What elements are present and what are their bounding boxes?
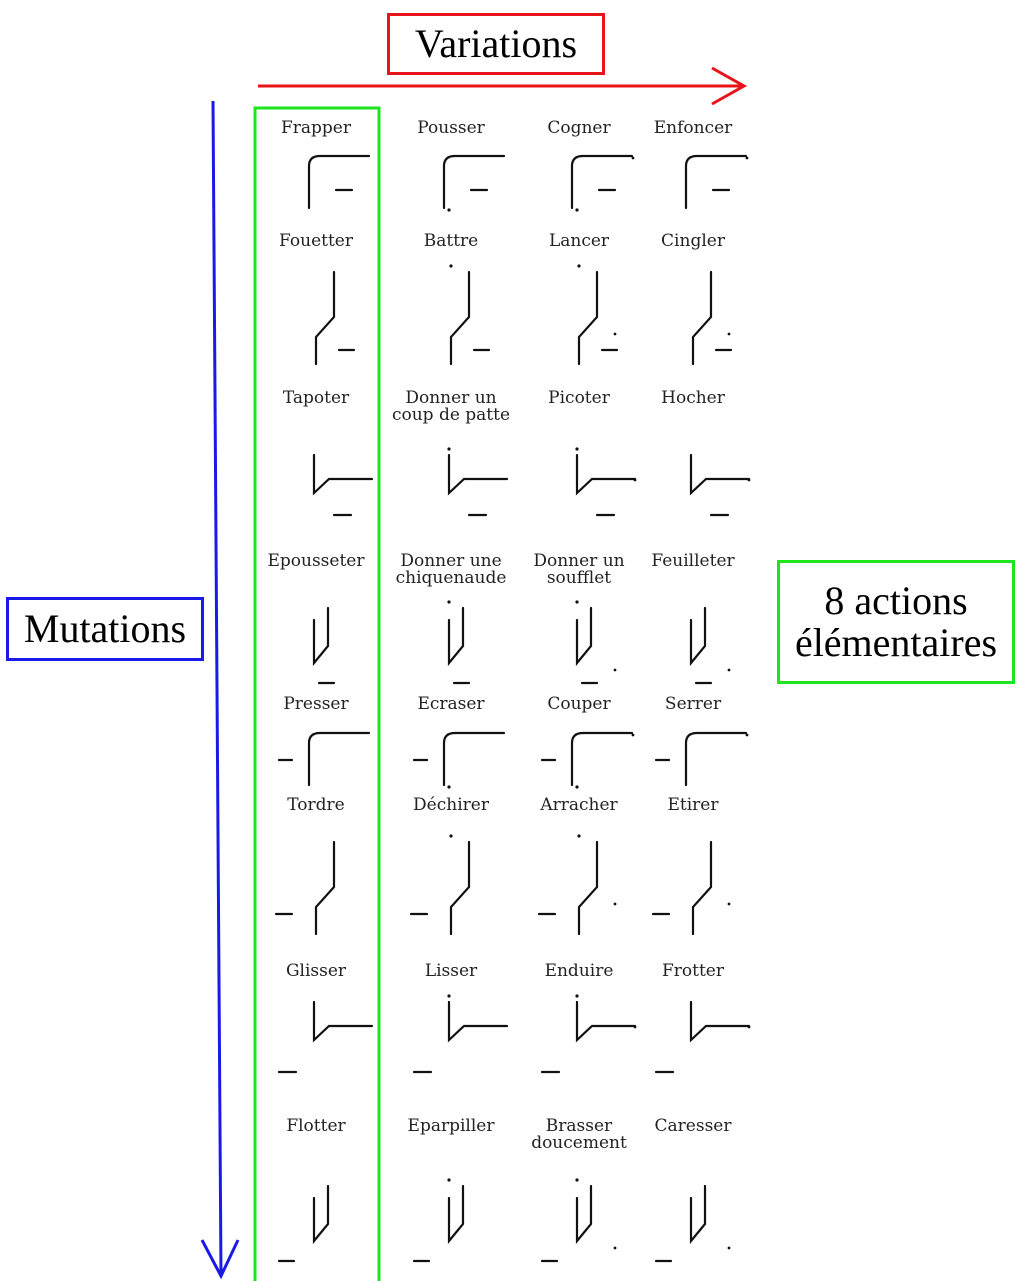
effort-glyph (449, 264, 491, 366)
action-label: Donner un soufflet (533, 551, 625, 588)
effort-glyph (540, 731, 635, 789)
action-label: Arracher (540, 795, 618, 815)
action-label: Fouetter (279, 231, 353, 251)
mutations-label: Mutations (23, 606, 187, 651)
action-label: Presser (283, 694, 349, 714)
effort-glyph (689, 606, 731, 685)
actions-label-box: 8 actions élémentaires (777, 560, 1015, 684)
action-label: Frotter (661, 961, 724, 981)
action-label: Couper (547, 694, 611, 714)
effort-glyph (654, 731, 749, 787)
effort-glyph (312, 453, 374, 517)
effort-glyph (447, 447, 509, 517)
action-label: Eparpiller (407, 1116, 495, 1136)
effort-glyph (540, 994, 637, 1074)
effort-glyph (691, 270, 733, 366)
action-label: Tordre (287, 795, 345, 815)
action-label: Picoter (548, 388, 610, 408)
action-label: Etirer (667, 795, 719, 815)
effort-glyph (570, 154, 635, 212)
effort-glyph (409, 834, 471, 936)
effort-glyph (442, 154, 506, 212)
action-label: Cingler (661, 231, 725, 251)
effort-glyph (540, 1178, 617, 1263)
elementary-actions-column (253, 106, 381, 1281)
effort-glyph (274, 840, 336, 936)
effort-glyph (412, 994, 509, 1074)
effort-glyph (689, 453, 751, 517)
glyph-layer (274, 154, 751, 1263)
actions-label: 8 actions élémentaires (794, 578, 998, 665)
effort-glyph (575, 600, 617, 685)
action-label: Ecraser (417, 694, 485, 714)
action-label: Lancer (548, 231, 610, 251)
variations-arrow (258, 66, 748, 106)
effort-glyph (312, 606, 336, 685)
action-label: Tapoter (282, 388, 350, 408)
action-label: Hocher (661, 388, 725, 408)
mutations-label-box: Mutations (6, 597, 204, 661)
action-label: Donner un coup de patte (391, 388, 511, 425)
effort-glyph (575, 447, 637, 517)
effort-glyph (577, 264, 619, 366)
effort-glyph (307, 154, 371, 210)
effort-glyph (684, 154, 749, 210)
action-label: Glisser (285, 961, 347, 981)
action-label: Epousseter (267, 551, 365, 571)
action-label: Déchirer (413, 795, 489, 815)
action-label: Serrer (664, 694, 722, 714)
action-label: Enduire (544, 961, 614, 981)
variations-label-box: Variations (387, 13, 605, 75)
action-label: Donner une chiquenaude (395, 551, 507, 588)
action-label: Caresser (654, 1116, 732, 1136)
effort-glyph (314, 270, 356, 366)
effort-glyph (447, 600, 471, 685)
action-label: Flotter (286, 1116, 346, 1136)
effort-glyph (277, 731, 371, 787)
effort-glyph (654, 1184, 731, 1263)
effort-glyph (651, 840, 731, 936)
action-label: Feuilleter (651, 551, 735, 571)
variations-label: Variations (414, 21, 578, 66)
action-label: Brasser doucement (531, 1116, 627, 1153)
effort-glyph (654, 1000, 751, 1074)
effort-glyph (412, 731, 506, 789)
effort-glyph (277, 1184, 330, 1263)
action-label: Frapper (280, 118, 351, 138)
effort-glyph (277, 1000, 374, 1074)
action-label: Lisser (424, 961, 478, 981)
effort-glyph (412, 1178, 465, 1263)
mutations-arrow (200, 100, 240, 1280)
action-label: Battre (423, 231, 479, 251)
action-label: Pousser (417, 118, 485, 138)
action-label: Cogner (547, 118, 611, 138)
effort-glyph (537, 834, 617, 936)
action-label: Enfoncer (653, 118, 733, 138)
